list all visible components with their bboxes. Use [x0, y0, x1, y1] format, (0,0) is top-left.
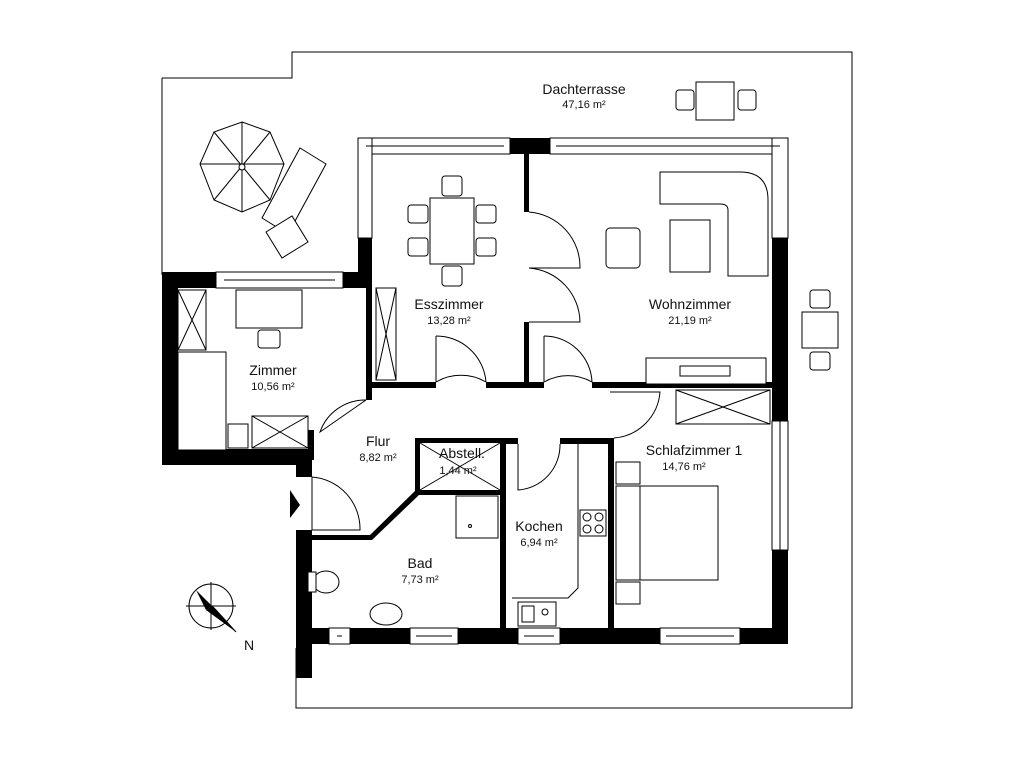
room-name-schlafzimmer: Schlafzimmer 1 [646, 442, 743, 458]
room-area-flur: 8,82 m² [359, 452, 397, 464]
interior-walls [308, 152, 786, 638]
doors [290, 211, 661, 531]
parasol [199, 121, 285, 213]
sun-lounger [261, 147, 327, 259]
bathroom-set [307, 495, 499, 626]
north-label: N [244, 637, 254, 653]
living-room-set [605, 171, 769, 385]
room-area-esszimmer: 13,28 m² [427, 315, 471, 327]
room-area-dachterrasse: 47,16 m² [562, 99, 606, 111]
room-area-schlafzimmer: 14,76 m² [662, 461, 706, 473]
dining-set [375, 175, 497, 381]
room-name-bad: Bad [408, 555, 433, 571]
room-set [177, 289, 309, 451]
compass-rose-icon [186, 582, 237, 633]
room-name-kochen: Kochen [515, 518, 562, 534]
room-area-wohnzimmer: 21,19 m² [668, 315, 712, 327]
terrace-outline [161, 51, 853, 709]
exterior-walls [162, 137, 789, 678]
room-name-dachterrasse: Dachterrasse [542, 81, 625, 97]
room-name-flur: Flur [366, 433, 390, 449]
room-area-kochen: 6,94 m² [520, 537, 558, 549]
room-name-zimmer: Zimmer [249, 362, 297, 378]
terrace-table-top [675, 81, 757, 121]
room-area-zimmer: 10,56 m² [251, 381, 295, 393]
room-name-esszimmer: Esszimmer [414, 296, 484, 312]
room-name-wohnzimmer: Wohnzimmer [649, 296, 732, 312]
kitchen-set [512, 444, 607, 627]
terrace-table-right [801, 289, 839, 371]
room-name-abstell: Abstell. [439, 445, 485, 461]
room-area-bad: 7,73 m² [401, 574, 439, 586]
storage-marker [419, 442, 501, 491]
windows [215, 145, 789, 645]
room-area-abstell: 1,44 m² [439, 465, 477, 477]
bedroom-set [615, 389, 771, 605]
